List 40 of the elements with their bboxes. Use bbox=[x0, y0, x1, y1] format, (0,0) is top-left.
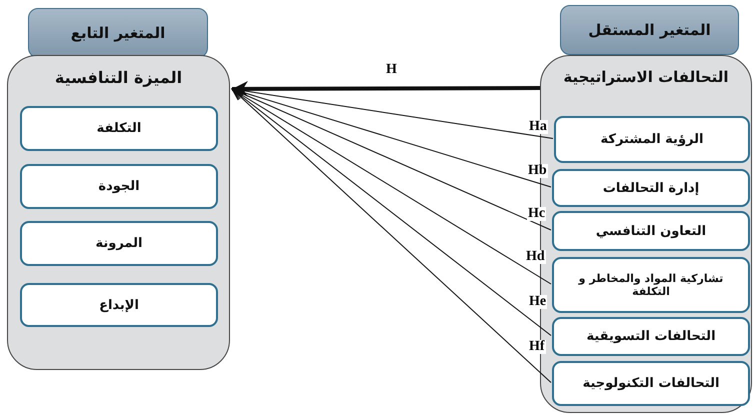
item-box bbox=[552, 361, 750, 406]
arrow bbox=[232, 88, 552, 336]
item-box bbox=[552, 211, 750, 251]
arrow bbox=[232, 88, 552, 284]
item-label: التحالفات التسويقية bbox=[585, 329, 717, 344]
item-label: إدارة التحالفات bbox=[602, 180, 700, 196]
header-label: المتغير المستقل bbox=[587, 21, 712, 39]
group-panel bbox=[7, 55, 230, 370]
item-box bbox=[552, 169, 750, 207]
panel-title: الميزة التنافسية bbox=[54, 68, 184, 87]
arrow bbox=[232, 88, 552, 188]
item-label: التحالفات التكنولوجية bbox=[582, 376, 720, 391]
item-label: الرؤية المشتركة bbox=[600, 132, 704, 147]
arrow bbox=[232, 88, 552, 230]
item-box bbox=[20, 106, 218, 151]
item-box bbox=[20, 164, 218, 209]
item-box bbox=[554, 116, 750, 163]
item-label: التعاون التنافسي bbox=[594, 224, 708, 238]
item-label: الإبداع bbox=[98, 298, 140, 312]
item-box bbox=[20, 221, 218, 266]
variable-header-tab bbox=[560, 5, 739, 55]
header-label: المتغير التابع bbox=[70, 24, 166, 42]
item-label: تشاركية المواد والمخاطر و التكلفة bbox=[577, 272, 724, 298]
item-box bbox=[552, 257, 750, 313]
edge-label: Hd bbox=[525, 250, 546, 264]
item-box bbox=[552, 317, 750, 356]
item-label: المرونة bbox=[94, 236, 144, 251]
arrow bbox=[232, 88, 552, 383]
arrow bbox=[232, 86, 554, 139]
edge-label: He bbox=[528, 295, 548, 309]
edge-label: Hc bbox=[527, 207, 546, 221]
variable-header-tab bbox=[28, 8, 208, 58]
panel-title: التحالفات الاستراتيجية bbox=[562, 68, 730, 86]
arrow bbox=[232, 80, 540, 97]
edge-label: Ha bbox=[528, 120, 548, 134]
item-label: التكلفة bbox=[96, 121, 142, 136]
edge-label: Hf bbox=[528, 340, 546, 354]
item-label: الجودة bbox=[97, 179, 141, 194]
edge-label: Hb bbox=[527, 164, 548, 178]
item-box bbox=[20, 283, 218, 327]
